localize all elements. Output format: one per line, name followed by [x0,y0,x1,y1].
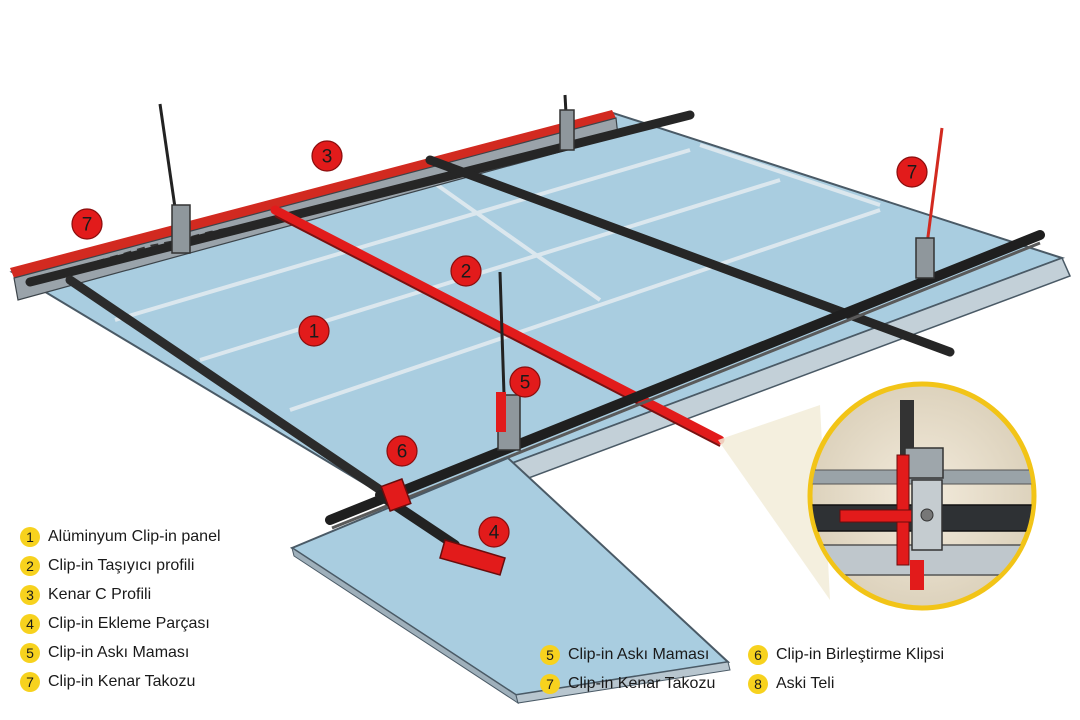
svg-text:2: 2 [461,262,472,283]
zoom-detail [807,381,1037,611]
svg-text:4: 4 [489,523,500,544]
legend-item: 1 Alüminyum Clip-in panel [20,522,221,551]
legend-number-badge: 5 [20,642,40,663]
callout-6: 6 [386,435,418,467]
legend-item: 5 Clip-in Askı Maması [540,640,715,669]
callout-5: 5 [509,366,541,398]
legend-label: Clip-in Askı Maması [568,645,710,663]
legend-label: Clip-in Kenar Takozu [568,674,716,692]
legend-number-badge: 4 [20,613,40,634]
legend-label: Clip-in Taşıyıcı profili [48,556,195,574]
legend-item: 8 Aski Teli [748,669,944,698]
legend-label: Aski Teli [776,674,835,692]
legend-item: 5 Clip-in Askı Maması [20,638,221,667]
svg-text:7: 7 [907,163,918,184]
legend-number-badge: 8 [748,673,768,694]
edge-c-profile [10,110,616,278]
legend-item: 2 Clip-in Taşıyıcı profili [20,551,221,580]
legend-label: Clip-in Ekleme Parçası [48,614,210,632]
hanger-wires [158,94,944,451]
legend-label: Clip-in Birleştirme Klipsi [776,645,945,663]
legend-item: 4 Clip-in Ekleme Parçası [20,609,221,638]
svg-text:7: 7 [82,215,93,236]
legend-number-badge: 2 [20,555,40,576]
callout-2: 2 [450,255,482,287]
birlestirme-klipsi [380,478,412,512]
legend-number-badge: 7 [20,671,40,692]
callout-3: 3 [311,140,343,172]
legend-label: Clip-in Kenar Takozu [48,672,196,690]
callout-7-right: 7 [896,156,928,188]
legend-label: Clip-in Askı Maması [48,643,190,661]
legend-number-badge: 6 [748,644,768,665]
callout-4: 4 [478,516,510,548]
legend-label: Alüminyum Clip-in panel [48,527,221,545]
legend-right-column-1: 5 Clip-in Askı Maması 7 Clip-in Kenar Tako… [540,640,715,698]
legend-item: 7 Clip-in Kenar Takozu [540,669,715,698]
zoom-leader [718,405,830,600]
svg-text:1: 1 [309,322,320,343]
clip-in-ekleme-parcasi [439,539,506,576]
svg-text:6: 6 [397,442,408,463]
callout-7-left: 7 [71,208,103,240]
callout-1: 1 [298,315,330,347]
svg-text:3: 3 [322,147,333,168]
legend-item: 3 Kenar C Profili [20,580,221,609]
legend-number-badge: 7 [540,673,560,694]
rear-carrier-beam [25,110,695,287]
legend-number-badge: 5 [540,644,560,665]
front-main-beam [325,230,1045,525]
legend-number-badge: 3 [20,584,40,605]
panel-seams [114,143,881,412]
left-side-beam [65,275,400,505]
legend-item: 6 Clip-in Birleştirme Klipsi [748,640,944,669]
legend-item: 7 Clip-in Kenar Takozu [20,667,221,696]
svg-text:5: 5 [520,373,531,394]
cross-beam-right [425,155,955,357]
legend-left: 1 Alüminyum Clip-in panel 2 Clip-in Taşıyı… [20,522,221,696]
legend-right-column-2: 6 Clip-in Birleştirme Klipsi 8 Aski Teli [748,640,944,698]
legend-label: Kenar C Profili [48,585,152,603]
legend-number-badge: 1 [20,526,40,547]
